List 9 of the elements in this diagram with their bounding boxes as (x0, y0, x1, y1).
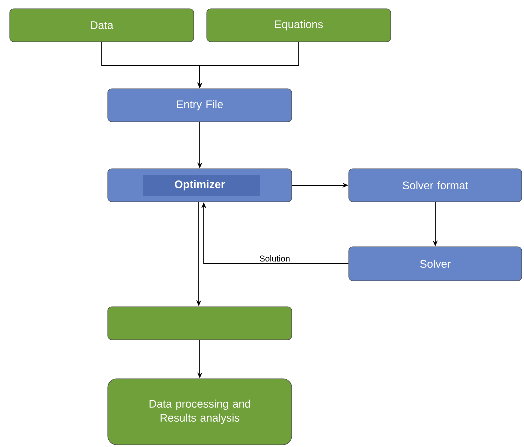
input-box: Equations (206, 8, 392, 42)
process-box: Solver (348, 246, 522, 282)
edge-label: Solution (258, 254, 292, 263)
process-box: Solver format (348, 168, 522, 202)
process-box: Entry File (108, 88, 292, 122)
output-box (108, 306, 292, 340)
process-box: Optimizer (108, 168, 292, 202)
result-box: Data processing and Results analysis (108, 378, 292, 446)
input-box: Data (10, 8, 194, 42)
